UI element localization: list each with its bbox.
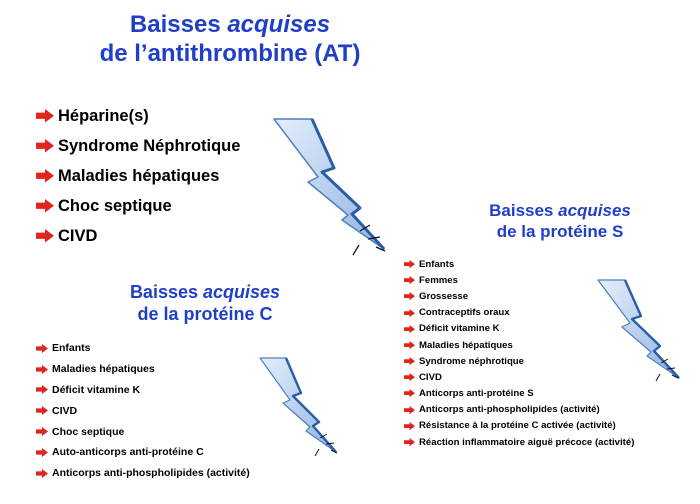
title-antithrombine: Baisses acquises de l’antithrombine (AT) [60,10,400,69]
title-proteine-c: Baisses acquises de la protéine C [60,282,350,326]
arrow-bullet-icon [404,276,415,285]
list-item: CIVD [36,221,240,251]
list-item: Déficit vitamine K [36,380,250,401]
list-item: Auto-anticorps anti-protéine C [36,442,250,463]
list-item-label: Maladies hépatiques [52,363,155,376]
arrow-bullet-icon [36,343,48,353]
arrow-bullet-icon [404,405,415,414]
list-item: Grossesse [404,288,634,304]
list-item-label: Choc septique [58,196,172,215]
list-item-label: Auto-anticorps anti-protéine C [52,446,204,459]
list-item-label: Femmes [419,274,458,286]
list-item: CIVD [404,369,634,385]
list-item: Anticorps anti-phospholipides (activité) [36,463,250,484]
list-item-label: CIVD [419,371,442,383]
list-item: Choc septique [36,191,240,221]
list-item: Maladies hépatiques [404,337,634,353]
list-item: Contraceptifs oraux [404,305,634,321]
arrow-bullet-icon [36,199,54,213]
arrow-bullet-icon [36,427,48,437]
list-item-label: Anticorps anti-phospholipides (activité) [419,404,600,416]
list-item: Maladies hépatiques [36,161,240,191]
list-item: Syndrome Néphrotique [36,131,240,161]
list-item: Déficit vitamine K [404,321,634,337]
arrow-bullet-icon [404,308,415,317]
arrow-bullet-icon [404,292,415,301]
list-item-label: Syndrome Néphrotique [58,136,241,155]
list-item: Enfants [36,338,250,359]
list-item: Héparine(s) [36,101,240,131]
arrow-bullet-icon [36,229,54,243]
list-item: Choc septique [36,421,250,442]
list-item-label: Maladies hépatiques [58,166,220,185]
list-item: CIVD [36,400,250,421]
list-item-label: Enfants [419,258,455,270]
list-item-label: Syndrome néphrotique [419,355,525,367]
arrow-bullet-icon [36,169,54,183]
title-pc-italic: acquises [203,282,281,302]
title-at-line2: de l’antithrombine (AT) [99,40,361,68]
title-at-italic: acquises [227,11,331,38]
arrow-bullet-icon [404,421,415,431]
arrow-bullet-icon [36,364,48,374]
arrow-bullet-icon [36,109,54,123]
list-item-label: Héparine(s) [58,106,149,125]
arrow-bullet-icon [36,468,48,478]
lightning-bolt-icon [597,279,680,382]
arrow-bullet-icon [404,357,415,366]
arrow-bullet-icon [404,438,415,447]
title-ps-italic: acquises [558,201,631,220]
list-item: Anticorps anti-phospholipides (activité) [404,402,634,418]
list-item-label: CIVD [52,404,78,417]
list-item-label: Déficit vitamine K [419,323,500,335]
arrow-bullet-icon [404,340,415,350]
list-item-label: Choc septique [52,425,125,438]
list-item: Résistance à la protéine C activée (acti… [404,418,634,434]
lightning-bolt-icon [259,357,338,456]
list-item-label: Déficit vitamine K [52,383,141,396]
list-item: Maladies hépatiques [36,359,250,380]
list-item: Enfants [404,256,634,272]
title-ps-line2: de la protéine S [496,221,624,241]
list-item-label: Enfants [52,342,91,355]
arrow-bullet-icon [404,259,415,269]
arrow-bullet-icon [404,373,415,382]
list-item-label: Anticorps anti-protéine S [419,388,534,400]
list-item-label: Contraceptifs oraux [419,307,510,319]
title-ps-line1: Baisses [489,201,559,220]
list-item: Anticorps anti-protéine S [404,386,634,402]
list-item-label: Anticorps anti-phospholipides (activité) [52,467,250,480]
list-item: Réaction inflammatoire aiguë précoce (ac… [404,434,634,450]
title-at-line1: Baisses [129,11,228,38]
arrow-bullet-icon [36,385,48,395]
list-item-label: Résistance à la protéine C activée (acti… [419,420,616,432]
list-item-label: Maladies hépatiques [419,339,513,351]
arrow-bullet-icon [36,406,48,416]
title-pc-line1: Baisses [129,282,203,302]
list-item-label: Grossesse [419,290,469,302]
list-item: Femmes [404,272,634,288]
title-proteine-s: Baisses acquises de la protéine S [420,201,700,242]
arrow-bullet-icon [36,447,48,457]
title-pc-line2: de la protéine C [137,303,273,324]
arrow-bullet-icon [36,139,54,153]
arrow-bullet-icon [404,324,415,333]
arrow-bullet-icon [404,389,415,398]
lightning-bolt-icon [273,118,386,256]
list-item: Syndrome néphrotique [404,353,634,369]
list-item-label: Réaction inflammatoire aiguë précoce (ac… [419,436,635,448]
list-item-label: CIVD [58,226,98,245]
